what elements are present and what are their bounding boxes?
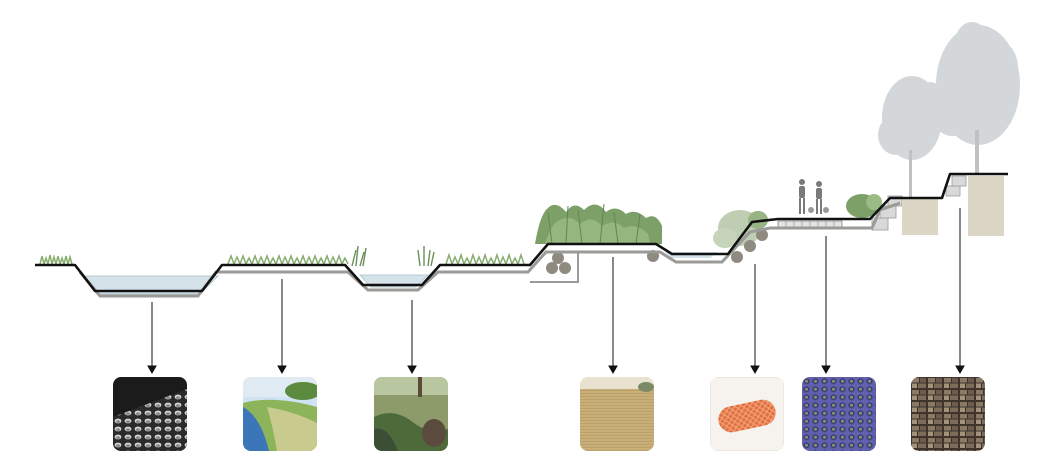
straw-blanket-icon <box>580 377 654 451</box>
material-photo-geocell <box>113 377 187 451</box>
background-trees <box>878 22 1020 202</box>
coir-log-icon <box>710 377 784 451</box>
stone-basket-outline <box>530 252 579 283</box>
shrubs-upper-right <box>846 194 882 218</box>
tree-planter <box>968 176 1004 236</box>
ground-profile-line <box>35 172 1008 293</box>
reed-bed <box>535 203 662 245</box>
callout-arrows <box>147 208 965 375</box>
gabion-stone-icon <box>911 377 985 451</box>
arrow-down-icon <box>147 302 157 375</box>
stream-bank-icon <box>374 377 448 451</box>
arrow-down-icon <box>955 208 965 375</box>
arrow-down-icon <box>277 279 287 375</box>
arrow-down-icon <box>407 300 417 375</box>
material-photo-turf <box>243 377 317 451</box>
grass-strips <box>39 252 525 267</box>
turf-mat-icon <box>243 377 317 451</box>
deck-slats <box>785 221 835 227</box>
geocell-mat-icon <box>113 377 187 451</box>
material-photo-stream <box>374 377 448 451</box>
arrow-down-icon <box>608 257 618 375</box>
material-photo-gabion <box>911 377 985 451</box>
tree-planter <box>902 199 938 235</box>
grass-paver-icon <box>802 377 876 451</box>
tree-icon <box>930 22 1020 174</box>
pedestrians-icon <box>799 179 829 214</box>
arrow-down-icon <box>750 264 760 375</box>
material-photo-paver <box>802 377 876 451</box>
channel-reeds <box>351 245 435 267</box>
material-photo-straw <box>580 377 654 451</box>
arrow-down-icon <box>821 236 831 375</box>
tree-icon <box>878 76 946 202</box>
material-photo-coir <box>710 377 784 451</box>
